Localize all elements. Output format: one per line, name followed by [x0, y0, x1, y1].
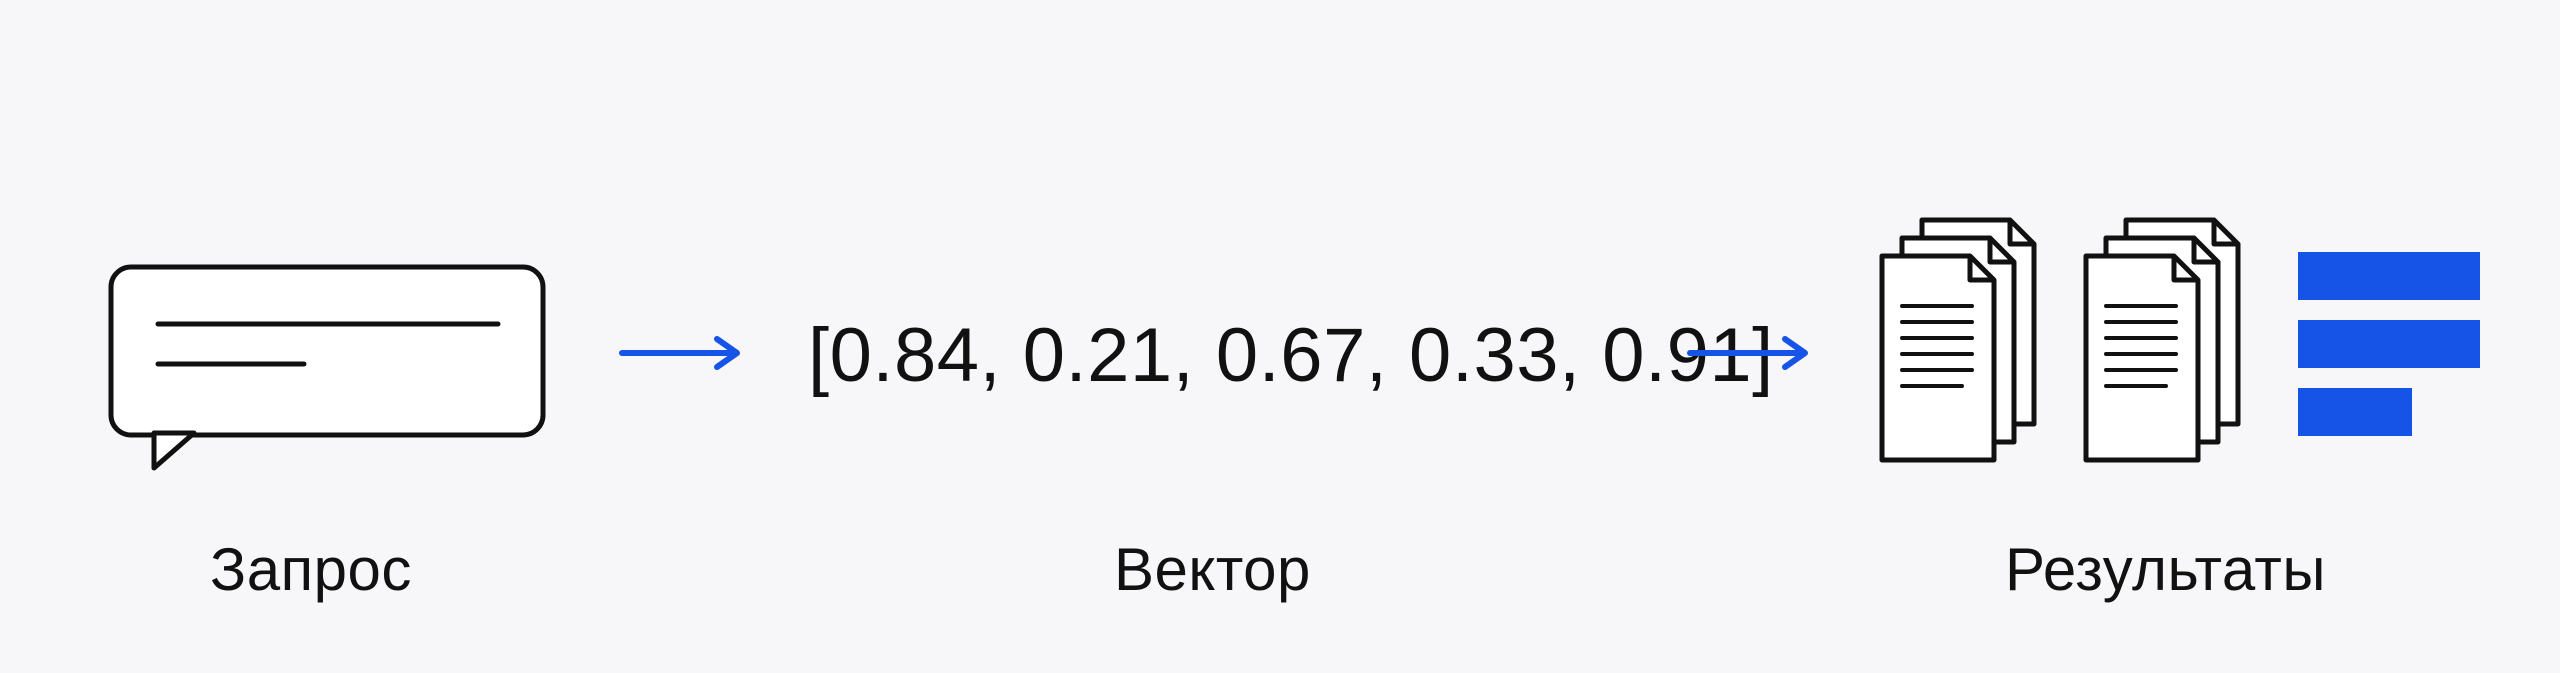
vector-value: [0.84, 0.21, 0.67, 0.33, 0.91]	[808, 313, 1774, 398]
document-stack-icon	[1872, 214, 2052, 464]
document-stack-icon	[2076, 214, 2256, 464]
vector-label: Вектор	[1114, 536, 1311, 603]
query-node	[106, 262, 546, 472]
chat-bubble-icon	[108, 264, 546, 471]
ranking-bars-icon	[2298, 252, 2486, 438]
results-label: Результаты	[2005, 536, 2326, 603]
query-label: Запрос	[210, 536, 412, 603]
right-arrow-icon	[619, 333, 745, 373]
right-arrow-icon	[1687, 333, 1813, 373]
